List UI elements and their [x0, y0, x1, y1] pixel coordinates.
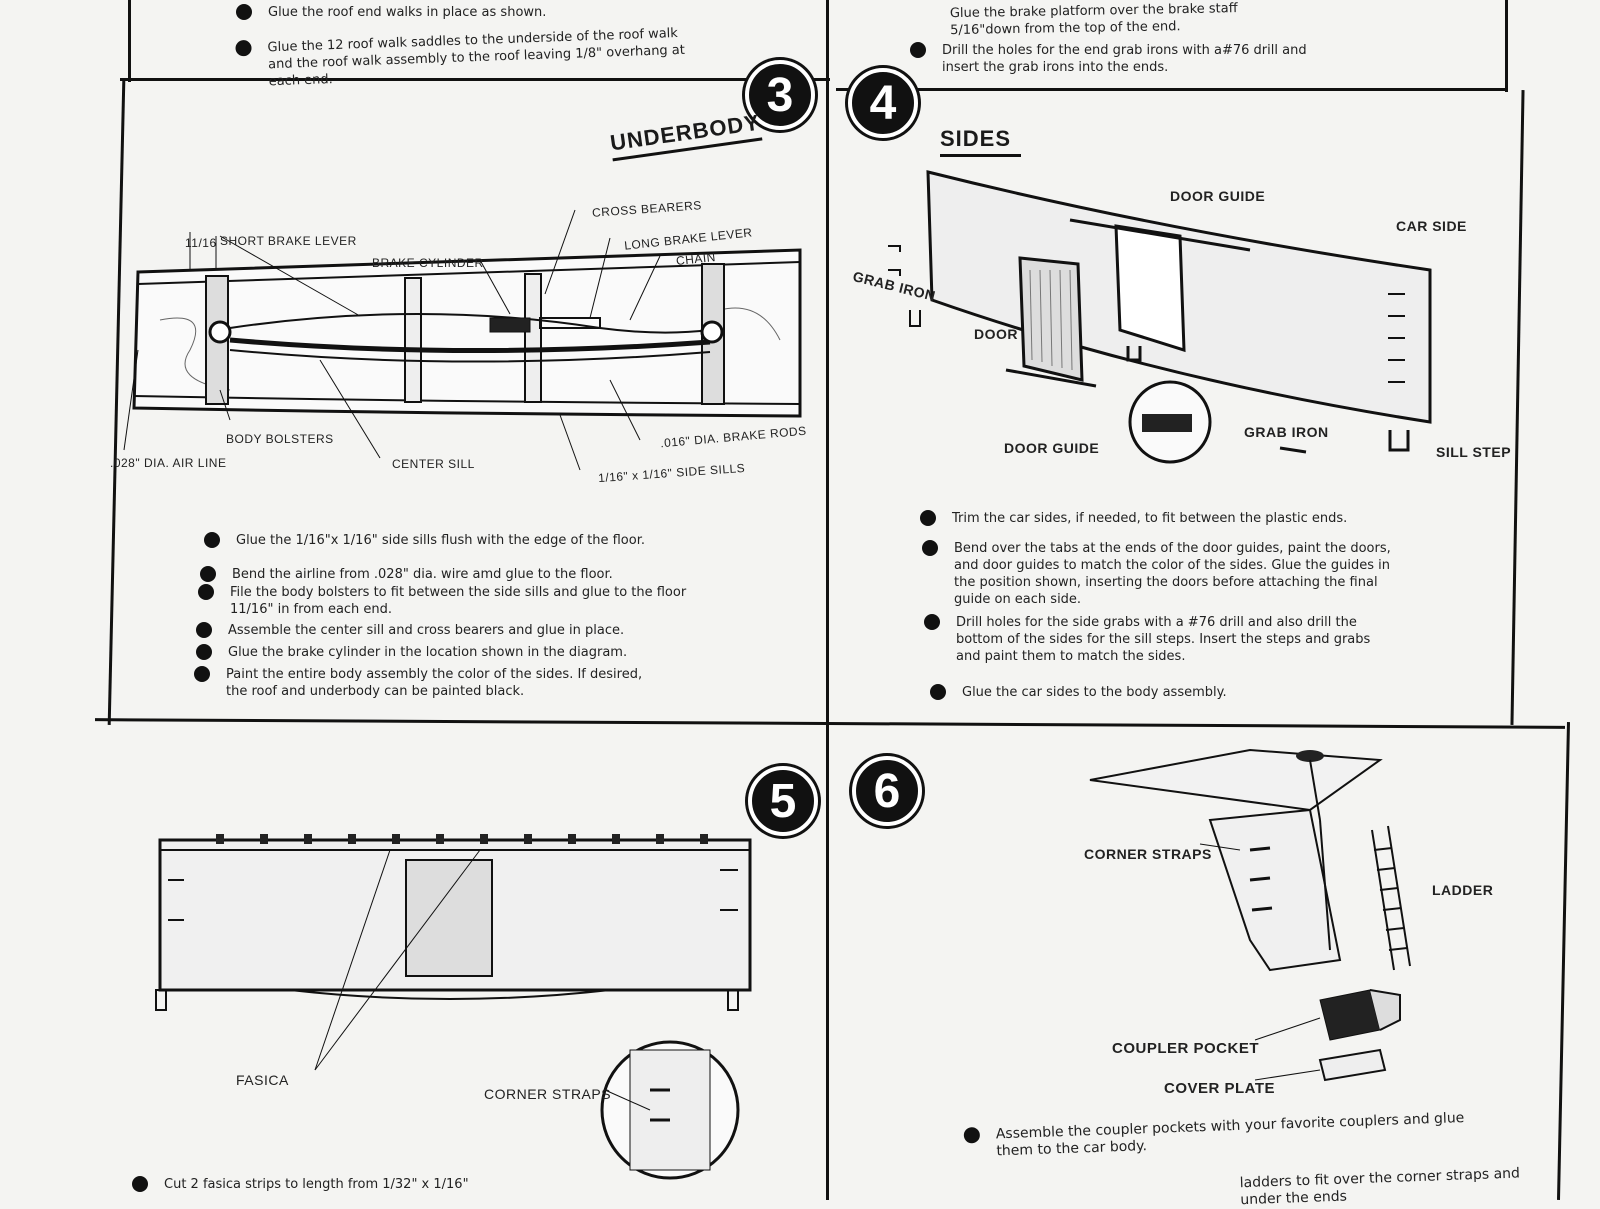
coupler-diagram [1089, 748, 1411, 1082]
panel4-step-3: Drill holes for the side grabs with a #7… [924, 614, 1396, 665]
bullet-icon [920, 510, 936, 526]
label-coupler-pocket: COUPLER POCKET [1112, 1040, 1260, 1057]
divider-top-right [836, 88, 1506, 91]
panel4-title: SIDES [940, 126, 1022, 157]
top-right-partial: Glue the brake platform over the brake s… [949, 1, 1238, 39]
step-number-5: 5 [748, 766, 818, 836]
label-sill-step: SILL STEP [1436, 444, 1512, 460]
underbody-diagram [123, 209, 802, 471]
bullet-icon [922, 540, 938, 556]
label-door: DOOR [974, 326, 1018, 342]
panel3-step-5: Glue the brake cylinder in the location … [196, 644, 708, 661]
bullet-icon [198, 584, 214, 600]
divider-top-left [120, 78, 830, 81]
bullet-icon [196, 644, 212, 660]
step-number-6: 6 [852, 756, 922, 826]
top-left-step-1: Glue the roof end walks in place as show… [236, 4, 788, 21]
label-brake-cylinder: BRAKE CYLINDER [372, 256, 484, 270]
panel3-step-3: File the body bolsters to fit between th… [198, 584, 690, 618]
label-air-line: .028" DIA. AIR LINE [110, 456, 227, 470]
bullet-icon [235, 39, 252, 57]
bullet-icon [196, 622, 212, 638]
panel3-step-4: Assemble the center sill and cross beare… [196, 622, 708, 639]
border-right-top [1505, 0, 1508, 92]
label-corner-straps-6: CORNER STRAPS [1084, 846, 1212, 862]
panel5-step-1: Cut 2 fasica strips to length from 1/32"… [132, 1176, 644, 1193]
label-ladder: LADDER [1432, 882, 1494, 898]
label-fasica: FASICA [236, 1072, 289, 1088]
bullet-icon [910, 42, 926, 58]
divider-middle [95, 718, 1565, 729]
label-door-guide-bottom: DOOR GUIDE [1004, 440, 1100, 456]
bullet-icon [963, 1126, 981, 1144]
label-center-sill: CENTER SILL [392, 457, 475, 471]
label-cover-plate: COVER PLATE [1164, 1080, 1276, 1097]
panel4-step-4: Glue the car sides to the body assembly. [930, 684, 1382, 701]
divider-vertical [826, 0, 829, 1200]
step-number-3: 3 [745, 60, 815, 130]
fasica-diagram [155, 834, 752, 1180]
panel3-title: UNDERBODY [608, 109, 763, 162]
bullet-icon [204, 532, 220, 548]
panel6-step-1: Assemble the coupler pockets with your f… [963, 1110, 1477, 1161]
panel3-step-2: Bend the airline from .028" dia. wire am… [200, 566, 712, 583]
border-right-bottom [1556, 722, 1571, 1200]
bullet-icon [200, 566, 216, 582]
label-body-bolsters: BODY BOLSTERS [226, 432, 334, 446]
bullet-icon [930, 684, 946, 700]
bullet-icon [132, 1176, 148, 1192]
bullet-icon [236, 4, 252, 20]
label-corner-straps-5: CORNER STRAPS [484, 1086, 612, 1102]
label-short-brake-lever: SHORT BRAKE LEVER [220, 234, 357, 248]
dim-label: 11/16 [185, 236, 217, 250]
bullet-icon [194, 666, 210, 682]
panel3-step-6: Paint the entire body assembly the color… [194, 666, 656, 700]
border-left [128, 0, 131, 82]
label-grab-iron-right: GRAB IRON [1244, 424, 1329, 440]
panel4-step-1: Trim the car sides, if needed, to fit be… [920, 510, 1432, 527]
label-door-guide-top: DOOR GUIDE [1170, 188, 1266, 204]
panel3-step-1: Glue the 1/16"x 1/16" side sills flush w… [204, 532, 716, 549]
panel4-step-2: Bend over the tabs at the ends of the do… [922, 540, 1394, 608]
top-right-step-1: Drill the holes for the end grab irons w… [910, 42, 1312, 76]
sides-diagram [888, 170, 1432, 464]
panel6-step-2: ladders to fit over the corner straps an… [1239, 1165, 1521, 1209]
step-number-4: 4 [848, 68, 918, 138]
bullet-icon [924, 614, 940, 630]
label-car-side: CAR SIDE [1396, 218, 1467, 234]
